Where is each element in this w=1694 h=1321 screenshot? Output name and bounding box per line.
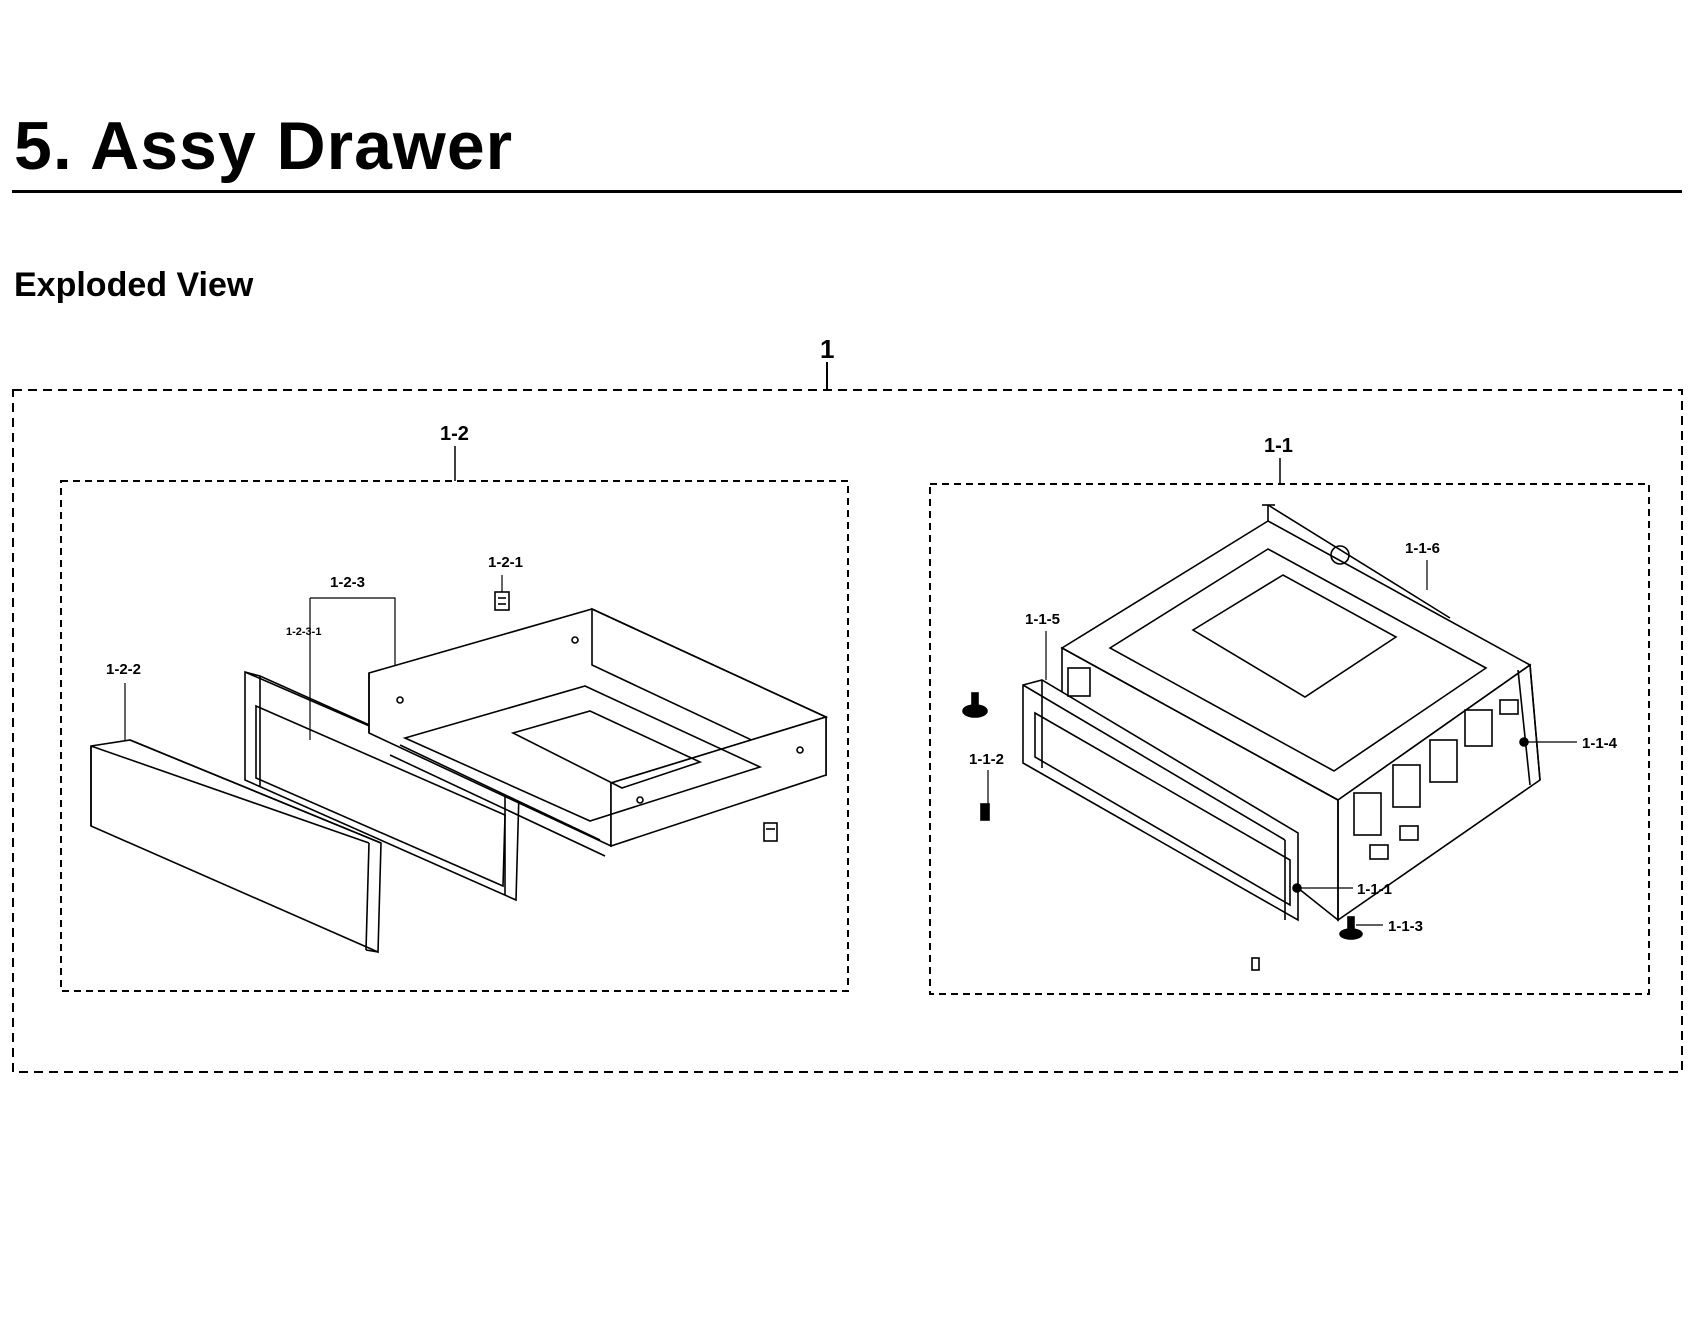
assembly-frame-1: [12, 389, 1683, 1073]
callout-1-2-3-1: 1-2-3-1: [286, 626, 321, 638]
callout-1-2-3: 1-2-3: [330, 574, 365, 591]
left-leaders: [124, 575, 503, 740]
subassembly-frame-1-1: [929, 483, 1650, 995]
section-title: 5. Assy Drawer: [14, 108, 514, 184]
callout-1: 1: [820, 334, 834, 364]
callout-1-1: 1-1: [1264, 435, 1293, 457]
screw-1-1-5-left: [962, 692, 988, 718]
clip-1-2-1: [494, 591, 510, 611]
callout-1-1-3: 1-1-3: [1388, 918, 1423, 935]
callout-1-1-5: 1-1-5: [1025, 611, 1060, 628]
exploded-view-heading: Exploded View: [14, 266, 254, 304]
callout-1-1-4: 1-1-4: [1582, 735, 1618, 752]
drawer-assembly: [90, 591, 829, 954]
callout-1-2: 1-2: [440, 423, 469, 445]
small-part-bottom: [1251, 957, 1260, 971]
callout-1-2-2: 1-2-2: [106, 661, 141, 678]
small-bracket: [763, 822, 778, 842]
callout-1-2-1: 1-2-1: [488, 554, 523, 571]
title-rule: [12, 190, 1682, 193]
screw-1-1-3: [1339, 916, 1363, 940]
callout-1-1-1: 1-1-1: [1357, 881, 1392, 898]
callout-1-1-2: 1-1-2: [969, 751, 1004, 768]
pin-1-1-2: [980, 803, 990, 821]
callout-1-1-6: 1-1-6: [1405, 540, 1440, 557]
front-panel-1-2-2: [90, 739, 382, 954]
housing-assembly: [962, 504, 1541, 971]
right-leaders: [987, 560, 1577, 926]
drawer-box: [368, 607, 829, 857]
